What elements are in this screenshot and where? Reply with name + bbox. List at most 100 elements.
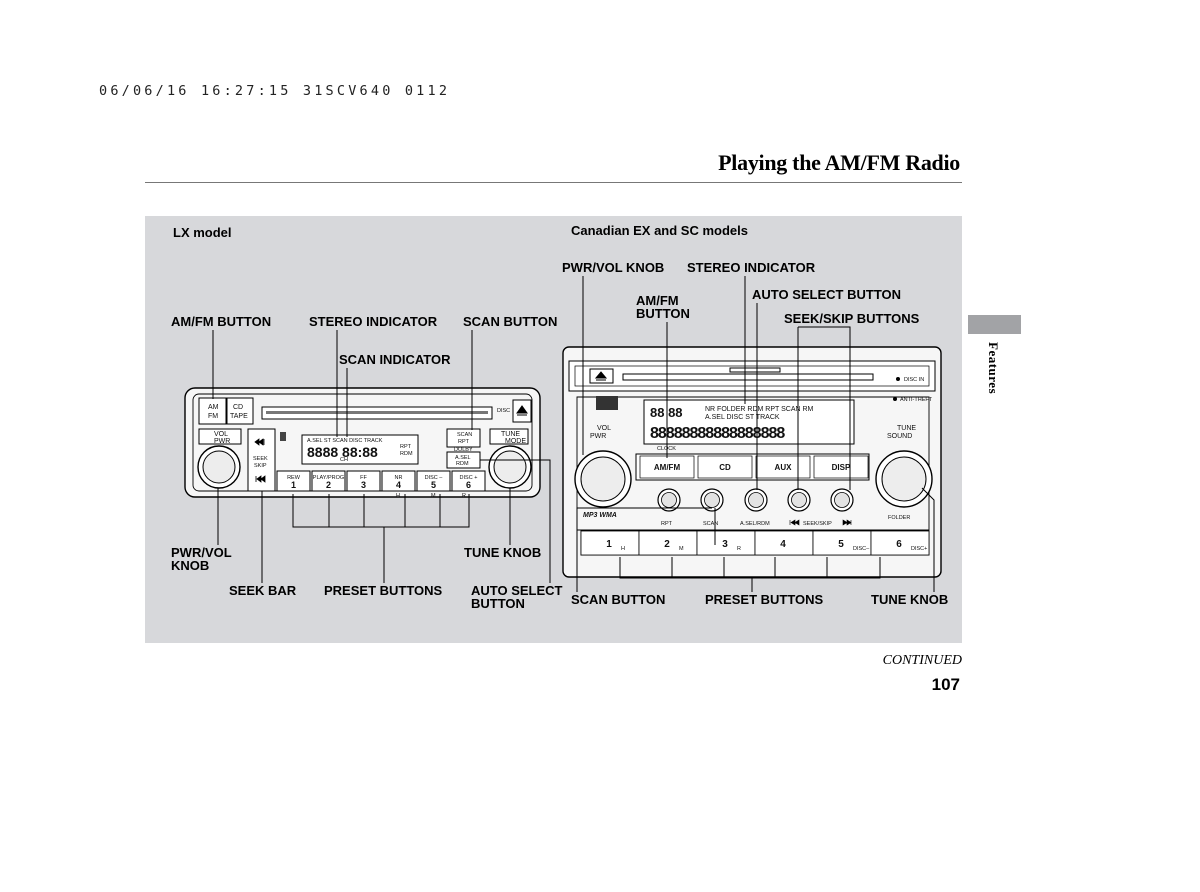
ex-preset-number: 2: [664, 539, 670, 550]
lx-callout-auto-select-2: BUTTON: [471, 596, 525, 611]
ex-callout-am-fm-1: AM/FM: [636, 293, 679, 308]
ex-callout-preset-buttons: PRESET BUTTONS: [705, 592, 824, 607]
ex-mode-button-label: AM/FM: [654, 463, 681, 472]
ex-preset-sub-label: DISC–: [853, 546, 870, 552]
lx-callout-tune-knob: TUNE KNOB: [464, 545, 541, 560]
ex-disp-button[interactable]: DISP: [813, 455, 869, 479]
lx-ch-label: CH: [340, 457, 348, 463]
print-stamp: 06/06/16 16:27:15 31SCV640 0112: [99, 83, 451, 99]
ex-callout-scan-button: SCAN BUTTON: [571, 592, 665, 607]
ex-display-top: NR FOLDER RDM RPT SCAN RM: [705, 406, 814, 413]
ex-folder-label: FOLDER: [888, 515, 910, 521]
ex-disc-in-label: DISC IN: [904, 377, 924, 383]
ex-leader-lines: [576, 276, 935, 592]
lx-preset-button-3[interactable]: FF3: [346, 470, 381, 492]
lx-callout-auto-select-1: AUTO SELECT: [471, 583, 563, 598]
lx-preset-button-5[interactable]: DISC –5: [416, 470, 451, 492]
eject-icon: [594, 371, 608, 381]
lx-preset-button-4[interactable]: NR4: [381, 470, 416, 492]
ex-round-button-row: [657, 488, 854, 512]
lx-seek-bar[interactable]: [247, 428, 276, 492]
lx-preset-number: 1: [291, 480, 296, 490]
seek-forward-icon: [842, 519, 852, 526]
ex-display-small-digits: 88 88: [650, 405, 683, 420]
ex-cd-slot: [622, 373, 874, 381]
ex-mode-button-label: AUX: [775, 463, 793, 472]
lx-skip-label: SKIP: [254, 463, 267, 469]
lx-scan-button[interactable]: [446, 428, 481, 448]
seek-forward-icon: [254, 438, 265, 446]
ex-model-label: Canadian EX and SC models: [571, 223, 748, 238]
lx-callout-seek-bar: SEEK BAR: [229, 583, 297, 598]
lx-preset-number: 6: [466, 480, 471, 490]
ex-callout-auto-select: AUTO SELECT BUTTON: [752, 287, 901, 302]
ex-disc-in-indicator: [896, 377, 900, 381]
lx-h-label: H: [396, 493, 400, 499]
lx-callout-stereo-indicator: STEREO INDICATOR: [309, 314, 438, 329]
lx-preset-top-label: REW: [287, 475, 301, 481]
lx-callout-am-fm-button: AM/FM BUTTON: [171, 314, 271, 329]
ex-seek-skip-label: SEEK/SKIP: [803, 521, 832, 527]
lx-preset-button-6[interactable]: DISC +6: [451, 470, 486, 492]
lx-vol-label: VOL: [214, 431, 228, 438]
lx-preset-top-label: DISC –: [425, 475, 444, 481]
ex-preset-sub-label: DISC+: [911, 546, 927, 552]
ex-auto-select-button[interactable]: [744, 488, 768, 512]
ex-cd-button[interactable]: CD: [697, 455, 753, 479]
title-rule: [145, 182, 962, 183]
lx-am-fm-button[interactable]: [198, 397, 227, 425]
lx-preset-number: 3: [361, 480, 366, 490]
lx-display-top: A.SEL ST SCAN DISC TRACK: [307, 438, 383, 444]
ex-scan-label: SCAN: [703, 521, 718, 527]
lx-fm-label: FM: [208, 413, 218, 420]
lx-rdm-label: RDM: [400, 451, 413, 457]
lx-tune-label: TUNE: [501, 431, 520, 438]
ex-am-fm-button[interactable]: AM/FM: [639, 455, 695, 479]
lx-scan-btn-label: SCAN: [457, 432, 472, 438]
ex-preset-number: 5: [838, 539, 844, 550]
lx-preset-number: 2: [326, 480, 331, 490]
lx-tape-label: TAPE: [230, 413, 248, 420]
ex-preset-button-4[interactable]: 4: [754, 530, 814, 556]
ex-preset-number: 6: [896, 539, 902, 550]
lx-cd-logo: [280, 432, 286, 441]
lx-callout-preset-buttons: PRESET BUTTONS: [324, 583, 443, 598]
lx-preset-top-label: DISC +: [460, 475, 478, 481]
lx-r-label: R: [462, 493, 466, 499]
lx-dolby-label: DOLBY: [454, 447, 473, 453]
lx-asel-label: A.SEL: [455, 455, 471, 461]
ex-mp3-wma-label: MP3 WMA: [583, 512, 617, 519]
lx-rpt-label: RPT: [400, 444, 412, 450]
ex-seek-back-button[interactable]: [787, 488, 811, 512]
lx-preset-top-label: FF: [360, 475, 367, 481]
ex-mode-button-label: DISP: [832, 463, 851, 472]
lx-display: [301, 434, 419, 465]
lx-cd-slot: [266, 411, 488, 414]
lx-m-label: M: [431, 493, 436, 499]
seek-back-icon: [255, 475, 266, 483]
ex-rpt-button[interactable]: [657, 488, 681, 512]
ex-scan-button[interactable]: [700, 488, 724, 512]
lx-preset-top-label: PLAY/PROG: [313, 475, 344, 481]
ex-display: [643, 399, 855, 445]
ex-preset-sub-label: H: [621, 546, 625, 552]
lx-radio-unit: AM FM CD TAPE DISC VOL PWR SEEK SKIP A.S…: [184, 387, 541, 499]
ex-preset-number: 4: [780, 539, 786, 550]
ex-cd-logo: [596, 396, 618, 410]
ex-anti-theft-label: ANTI-THEFT: [900, 397, 933, 403]
ex-preset-sub-label: M: [679, 546, 684, 552]
lx-disc-label: DISC: [497, 408, 510, 414]
lx-cd-tape-button[interactable]: [226, 397, 254, 425]
ex-preset-number: 3: [722, 539, 728, 550]
ex-seek-forward-button[interactable]: [830, 488, 854, 512]
ex-aux-button[interactable]: AUX: [755, 455, 811, 479]
lx-preset-number: 5: [431, 480, 436, 490]
